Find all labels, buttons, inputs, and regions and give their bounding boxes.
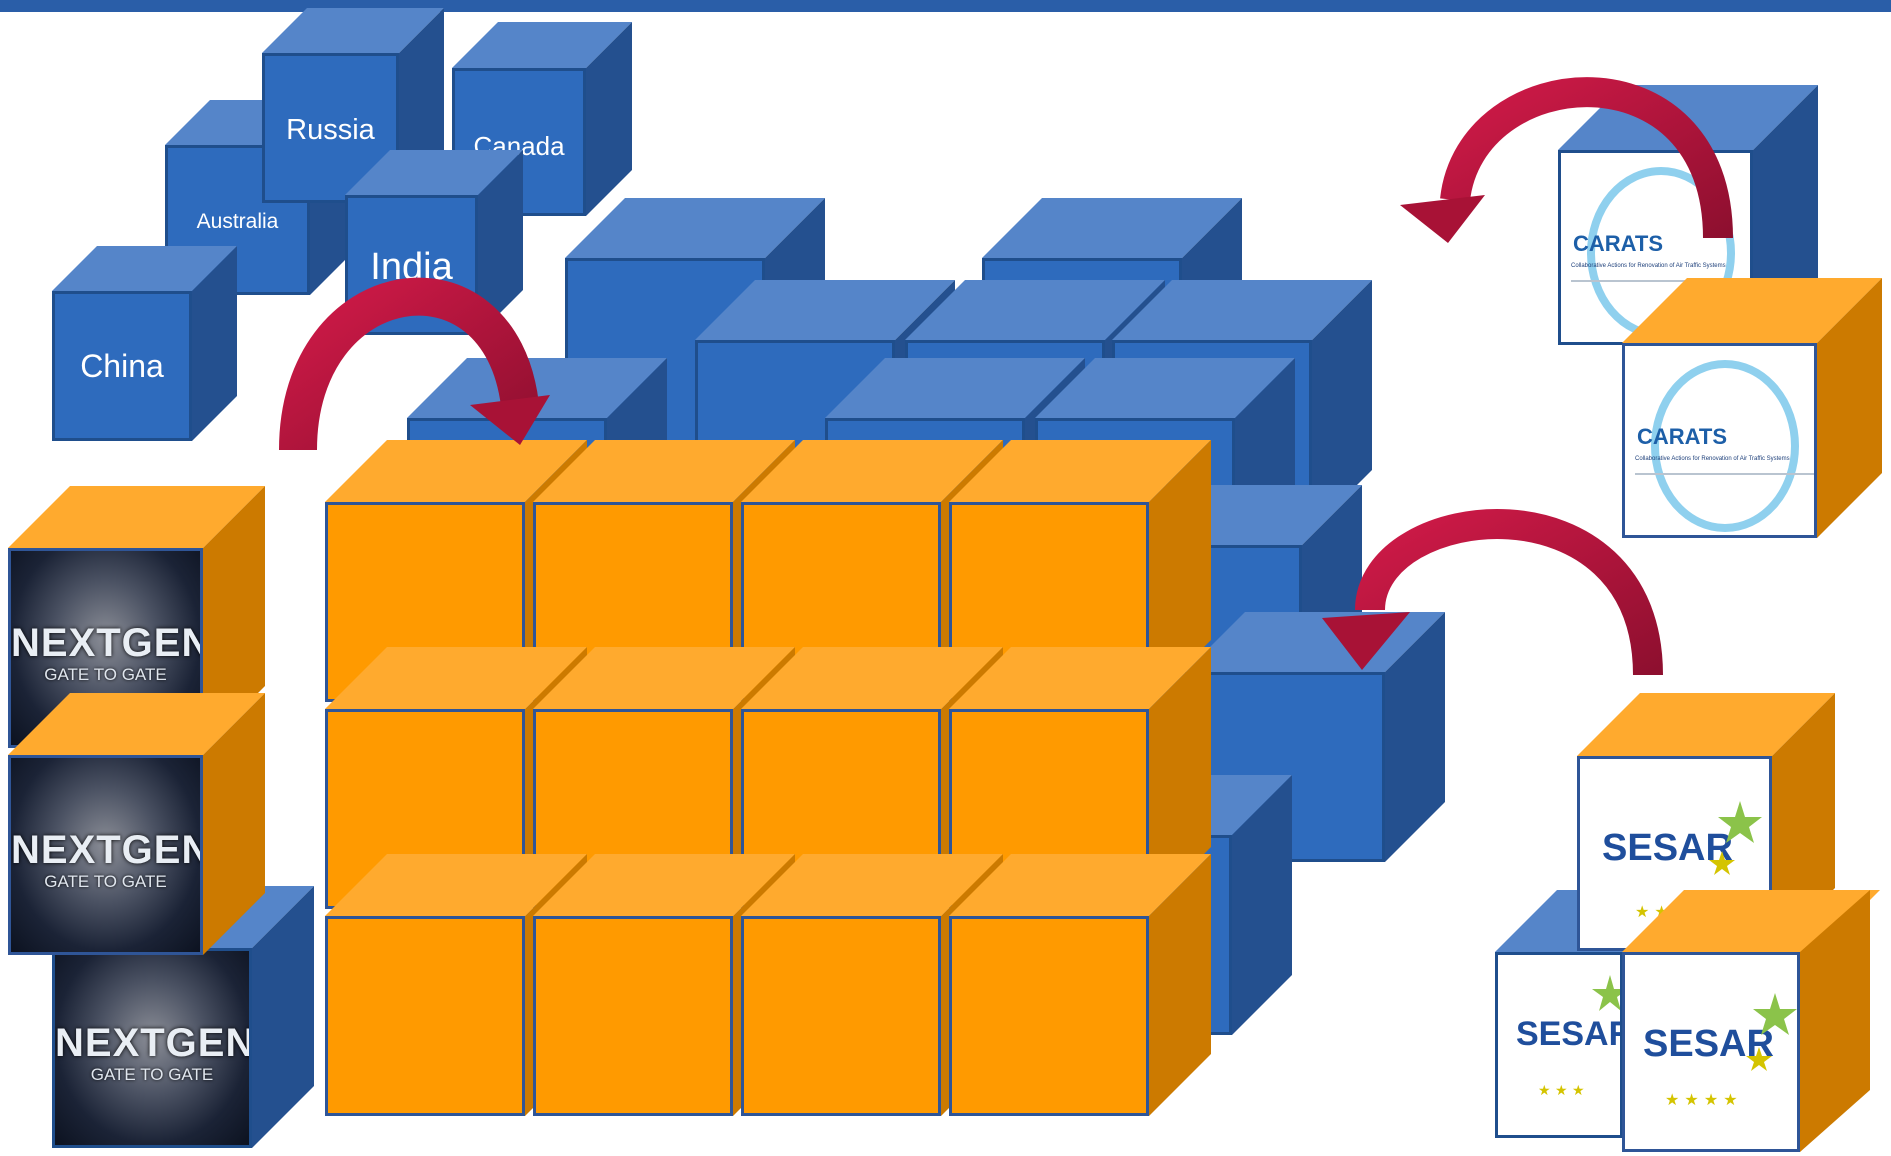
nextgen-logo: NEXTGEN GATE TO GATE bbox=[52, 948, 252, 1148]
nextgen-title: NEXTGEN bbox=[11, 828, 203, 872]
carats-brand: CARATS bbox=[1573, 231, 1664, 256]
country-label-india: India bbox=[370, 246, 453, 288]
sesar-brand: SESAR bbox=[1602, 827, 1733, 869]
sesar-logo: SESAR ★ ★ ★ ★ bbox=[1622, 952, 1800, 1152]
sesar-stars-icon: ★ ★ ★ bbox=[1538, 975, 1620, 1099]
nextgen-subtitle: GATE TO GATE bbox=[44, 665, 167, 684]
nextgen-title: NEXTGEN bbox=[11, 621, 203, 665]
top-banner bbox=[0, 0, 1891, 12]
sesar-brand: SESAR bbox=[1516, 1015, 1623, 1053]
svg-text:★ ★ ★ ★: ★ ★ ★ ★ bbox=[1665, 1090, 1738, 1109]
country-label-russia: Russia bbox=[286, 114, 375, 146]
nextgen-subtitle: GATE TO GATE bbox=[44, 872, 167, 891]
country-label-china: China bbox=[80, 348, 164, 384]
country-label-australia: Australia bbox=[196, 210, 279, 233]
carats-swoosh-icon bbox=[1635, 360, 1814, 532]
svg-text:★ ★ ★: ★ ★ ★ bbox=[1538, 1083, 1585, 1099]
sesar-stars-icon: ★ ★ ★ ★ bbox=[1665, 993, 1797, 1109]
carats-brand: CARATS bbox=[1637, 424, 1728, 449]
carats-tagline: Collaborative Actions for Renovation of … bbox=[1571, 263, 1726, 269]
nextgen-title: NEXTGEN bbox=[55, 1021, 252, 1065]
sesar-logo: SESAR ★ ★ ★ bbox=[1495, 952, 1623, 1138]
carats-logo: CARATS Collaborative Actions for Renovat… bbox=[1622, 343, 1817, 538]
nextgen-subtitle: GATE TO GATE bbox=[90, 1065, 214, 1084]
nextgen-logo: NEXTGEN GATE TO GATE bbox=[8, 755, 203, 955]
carats-tagline: Collaborative Actions for Renovation of … bbox=[1635, 456, 1790, 462]
